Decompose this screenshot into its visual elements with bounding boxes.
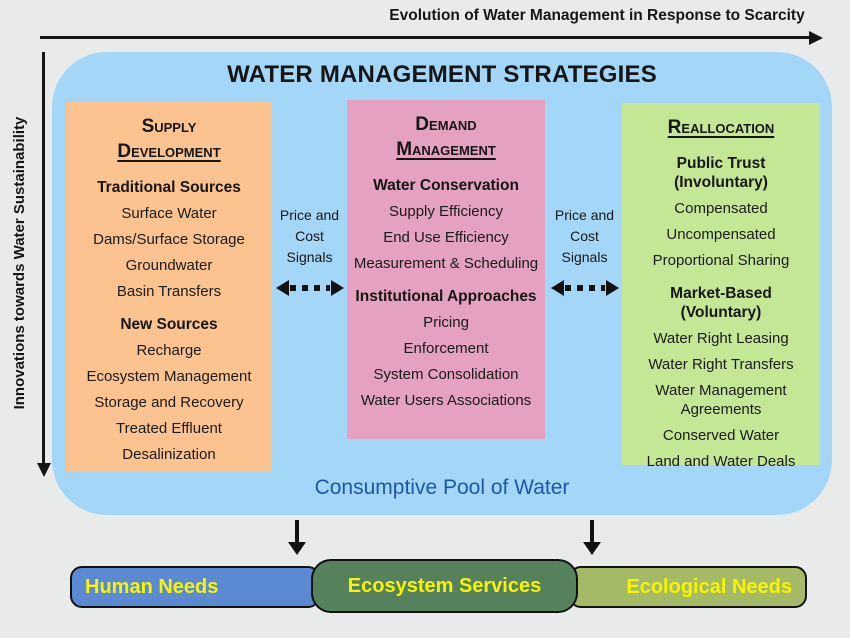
list-item: Water Right Leasing <box>653 330 789 347</box>
left-arrowhead-icon <box>276 280 289 296</box>
section-title: (Voluntary) <box>680 304 762 321</box>
list-item: Measurement & Scheduling <box>353 255 539 272</box>
section-title: New Sources <box>120 316 218 333</box>
double-dashed-arrow-left <box>276 280 344 296</box>
list-item: System Consolidation <box>373 366 519 383</box>
left-arrowhead-icon <box>551 280 564 296</box>
left-axis-label: Innovations towards Water Sustainability <box>11 116 28 410</box>
consumptive-pool-label: Consumptive Pool of Water <box>314 476 570 499</box>
section-title: Market-Based <box>670 285 772 302</box>
arrow-shaft <box>590 520 594 544</box>
section-title: Traditional Sources <box>97 179 241 196</box>
signal-line: Cost <box>295 228 324 244</box>
flow-down-arrow-right <box>583 520 601 556</box>
section-title: Water Conservation <box>373 177 519 194</box>
list-item: Storage and Recovery <box>94 394 244 411</box>
list-item: Treated Effluent <box>116 420 222 437</box>
column-heading-line: Reallocation <box>667 117 775 138</box>
down-arrow-axis <box>36 52 51 477</box>
flow-down-arrow-left <box>288 520 306 556</box>
right-arrow <box>40 30 823 45</box>
column-heading-line: Development <box>117 141 221 162</box>
column-heading-line: Management <box>396 139 496 160</box>
signal-line: Price and <box>279 207 340 223</box>
down-arrowhead-icon <box>583 542 601 555</box>
list-item: Dams/Surface Storage <box>93 231 245 248</box>
dashed-line <box>565 285 605 291</box>
signal-line: Cost <box>570 228 599 244</box>
list-item: Water Right Transfers <box>648 356 794 373</box>
right-arrowhead-icon <box>809 30 823 45</box>
ecological-needs-label: Ecological Needs <box>626 575 792 598</box>
list-item: Compensated <box>674 200 768 217</box>
list-item: Desalinization <box>122 446 216 463</box>
ecosystem-services-label: Ecosystem Services <box>347 574 542 597</box>
list-item: Basin Transfers <box>116 283 222 300</box>
list-item: Land and Water Deals <box>646 453 796 470</box>
double-dashed-arrow-right <box>551 280 619 296</box>
section-title: Public Trust <box>676 155 766 172</box>
human-needs-box: Human Needs <box>70 566 320 608</box>
signal-line: Price and <box>554 207 615 223</box>
strategies-title: WATER MANAGEMENT STRATEGIES <box>227 61 657 88</box>
price-cost-signals-label-right: Price and Cost Signals <box>545 205 624 268</box>
arrow-shaft <box>295 520 299 544</box>
list-item: Surface Water <box>121 205 217 222</box>
list-item: Water Management Agreements <box>655 382 787 418</box>
human-needs-label: Human Needs <box>85 575 219 598</box>
section-title: (Involuntary) <box>674 174 768 191</box>
ecological-needs-box: Ecological Needs <box>569 566 807 608</box>
list-item: Ecosystem Management <box>86 368 252 385</box>
list-item: Water Users Associations <box>360 392 532 409</box>
dashed-line <box>290 285 330 291</box>
list-item: Recharge <box>136 342 202 359</box>
top-axis-label: Evolution of Water Management in Respons… <box>389 7 805 24</box>
down-arrowhead-icon <box>288 542 306 555</box>
column-heading-line: Demand <box>415 114 477 135</box>
list-item: Groundwater <box>125 257 213 274</box>
price-cost-signals-label-left: Price and Cost Signals <box>270 205 349 268</box>
list-item: Enforcement <box>403 340 489 357</box>
list-item: Supply Efficiency <box>389 203 503 220</box>
down-arrowhead-icon <box>36 463 51 477</box>
column-heading-line: Supply <box>141 116 197 137</box>
right-arrowhead-icon <box>331 280 344 296</box>
list-item: Proportional Sharing <box>652 252 790 269</box>
section-title: Institutional Approaches <box>355 288 537 305</box>
list-item: Uncompensated <box>666 226 776 243</box>
right-arrowhead-icon <box>606 280 619 296</box>
ecosystem-services-box: Ecosystem Services <box>311 559 578 613</box>
list-item: Conserved Water <box>662 427 780 444</box>
signal-line: Signals <box>286 249 333 265</box>
signal-line: Signals <box>561 249 608 265</box>
list-item: Pricing <box>423 314 469 331</box>
list-item: End Use Efficiency <box>383 229 509 246</box>
